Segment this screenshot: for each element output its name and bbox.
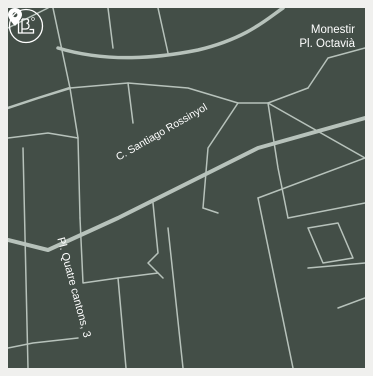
road-thin — [157, 8, 169, 54]
road-thin — [257, 157, 365, 199]
road-network — [8, 8, 365, 368]
road-main-diagonal — [8, 116, 365, 252]
road-thin — [337, 297, 365, 309]
road-thin — [257, 197, 294, 368]
road-thin — [307, 47, 365, 89]
road-top-curve — [56, 8, 285, 60]
road-thin — [117, 277, 127, 368]
road-thin — [69, 82, 309, 104]
road-thin — [22, 147, 29, 368]
road-thin — [127, 82, 134, 124]
road-thin — [267, 102, 289, 219]
road-thin — [52, 8, 81, 219]
road-thin — [202, 102, 239, 209]
road-thin — [202, 207, 219, 214]
lb-logo-icon — [8, 8, 44, 44]
road-thin — [8, 132, 79, 139]
label-placa-octavia: Pl. Octavià — [299, 38, 355, 50]
road-thin — [287, 202, 365, 219]
street-map[interactable]: Monestir Pl. Octavià C. Santiago Rossiny… — [8, 8, 365, 368]
road-thin — [307, 222, 354, 264]
road-left-edge — [8, 86, 72, 110]
road-thin — [267, 102, 365, 159]
road-thin — [307, 262, 365, 269]
road-thin — [167, 227, 184, 368]
road-thin — [107, 8, 114, 49]
road-thin — [147, 202, 164, 279]
road-thin — [8, 337, 79, 349]
road-thin — [79, 217, 159, 284]
label-monestir: Monestir — [310, 24, 355, 36]
